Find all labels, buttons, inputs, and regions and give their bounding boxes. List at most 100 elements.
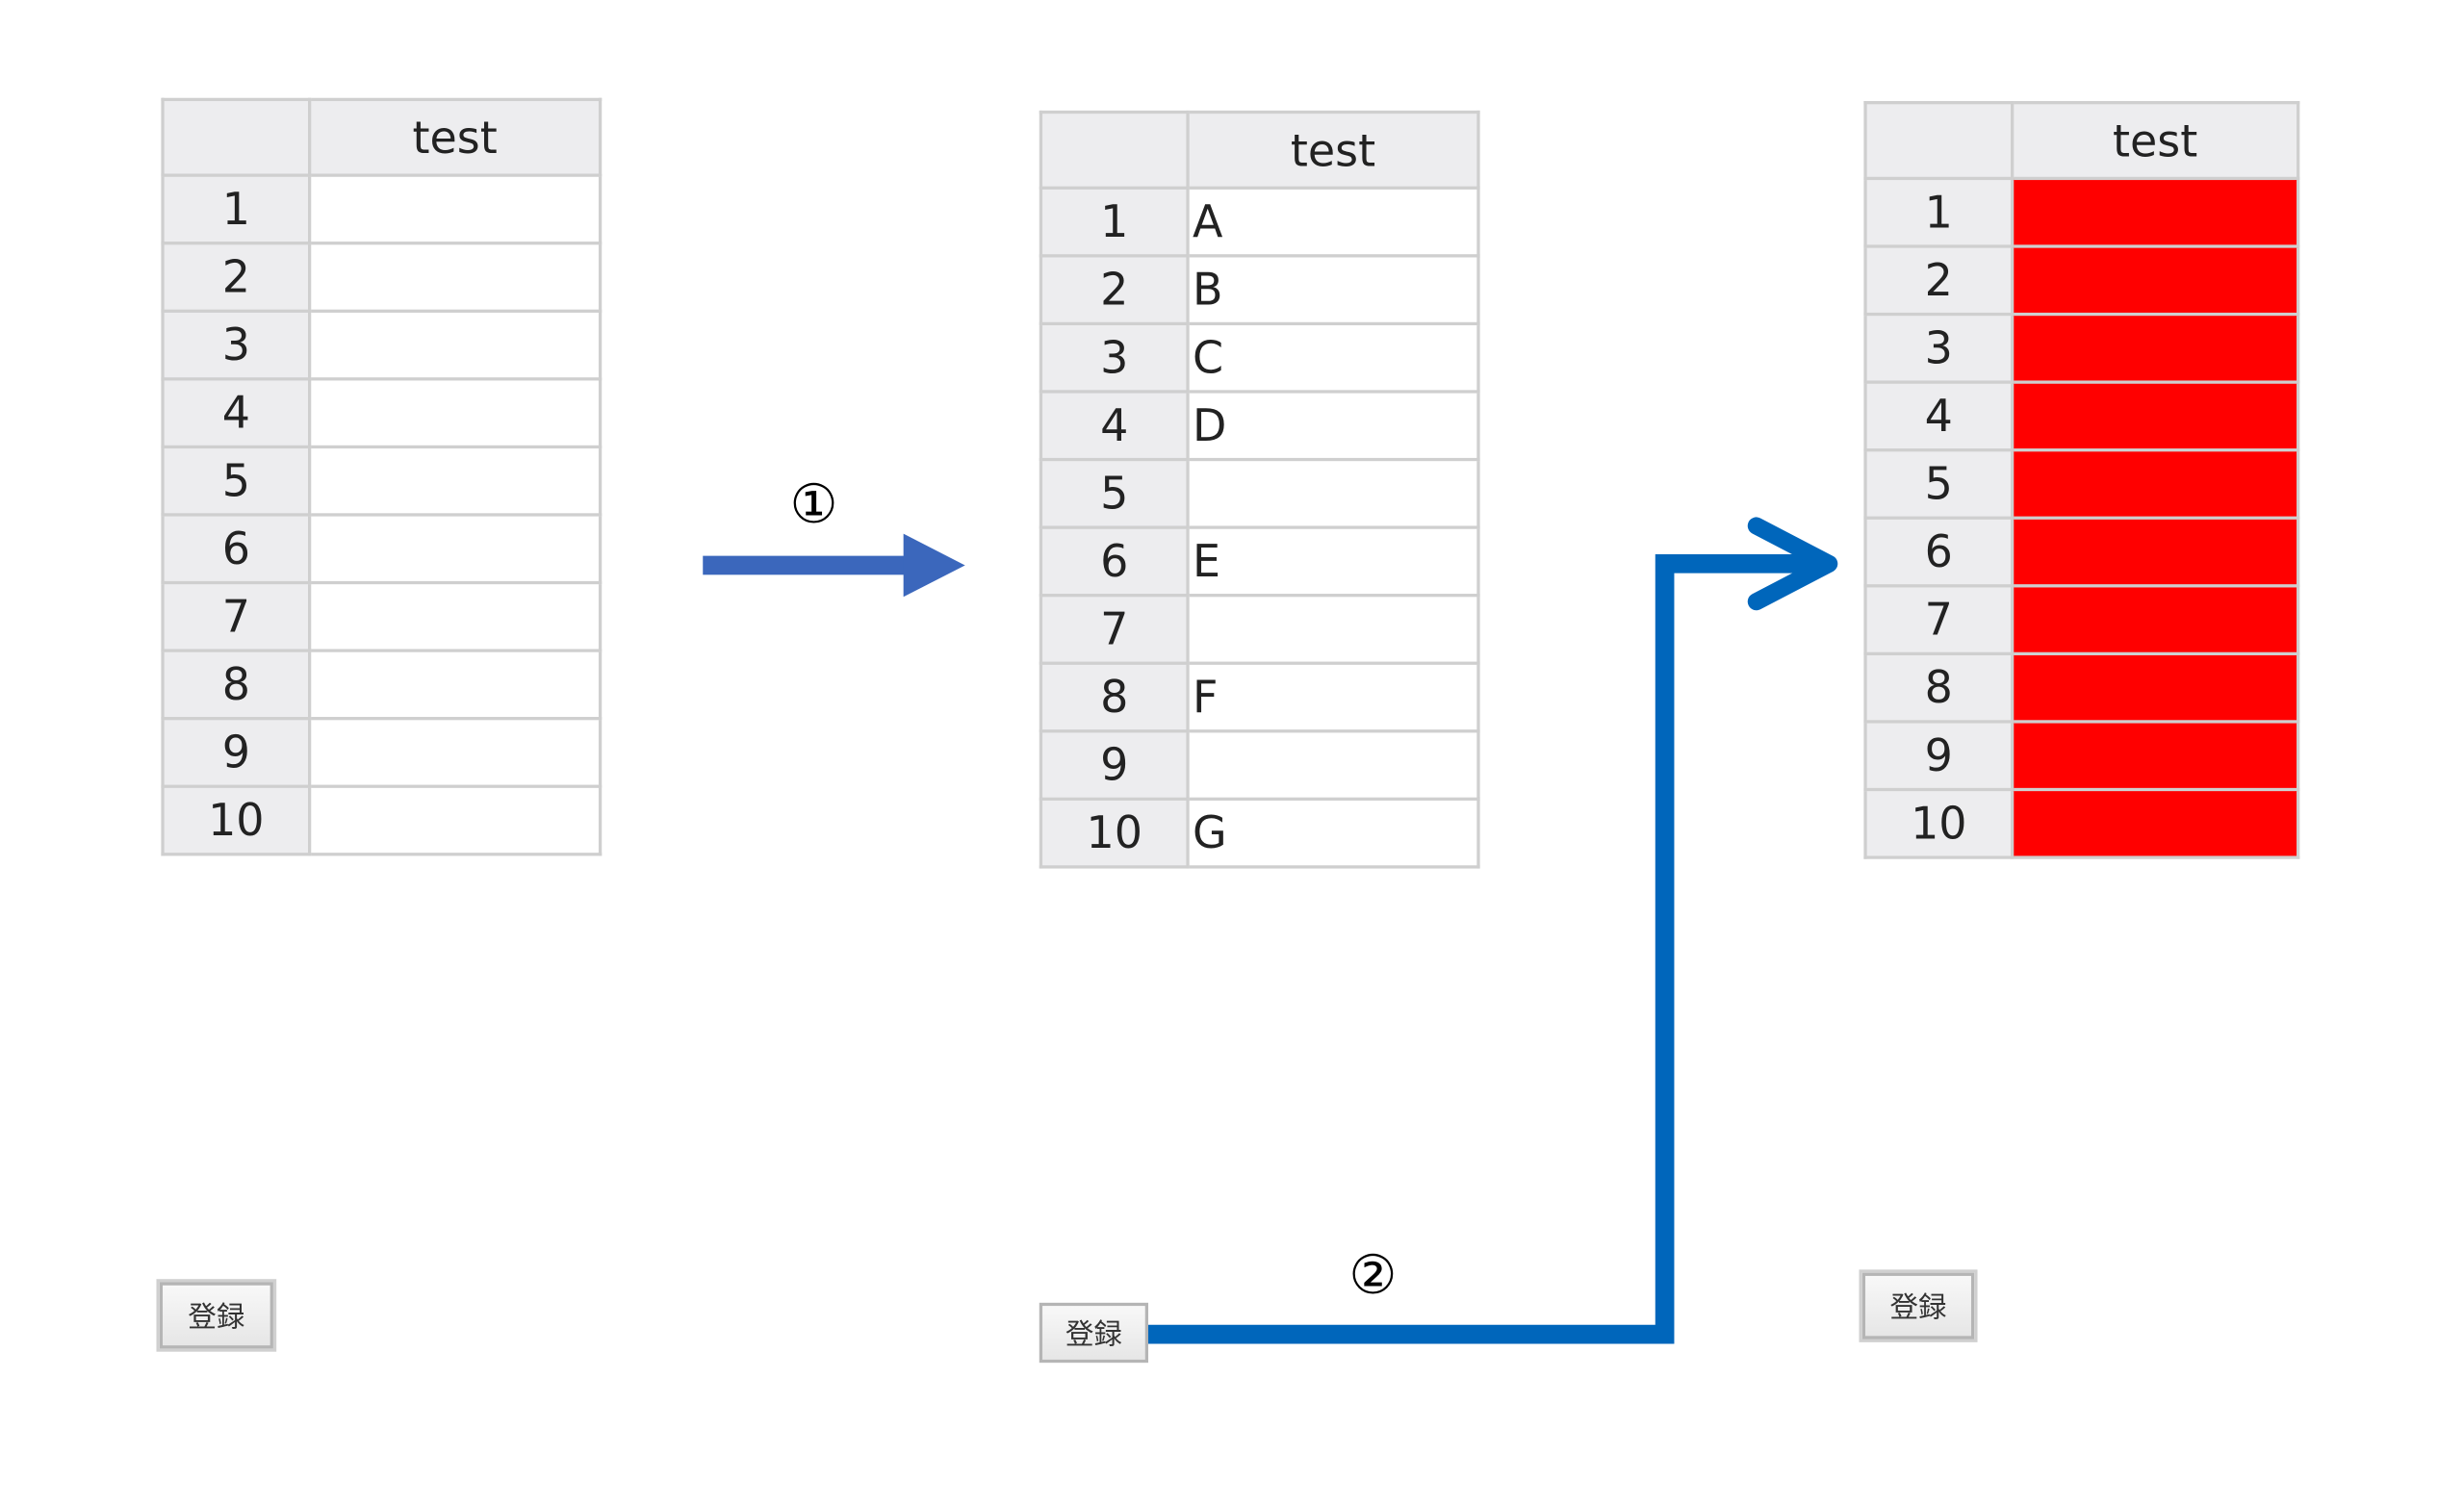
value-cell[interactable]: [2010, 380, 2300, 452]
value-cell[interactable]: [2010, 516, 2300, 588]
row-number: 6: [1863, 516, 2015, 588]
header-row: test: [161, 97, 603, 177]
table-row: 8: [1863, 651, 2300, 724]
step2-label: ②: [1348, 1244, 1398, 1308]
value-cell[interactable]: C: [1186, 321, 1480, 394]
table-row: 4: [161, 377, 603, 449]
arrow-step2-icon: [1148, 517, 1838, 1344]
value-cell[interactable]: B: [1186, 254, 1480, 326]
row-number: 9: [1039, 729, 1190, 801]
header-row: test: [1039, 110, 1480, 190]
value-cell[interactable]: [2010, 448, 2300, 520]
table-row: 9: [161, 717, 603, 788]
value-cell[interactable]: [307, 513, 603, 585]
row-number: 6: [161, 513, 312, 585]
header-row: test: [1863, 101, 2300, 181]
value-cell[interactable]: [2010, 176, 2300, 248]
value-cell[interactable]: [307, 173, 603, 245]
row-number: 8: [161, 649, 312, 721]
value-cell[interactable]: F: [1186, 661, 1480, 733]
table-row: 6: [1863, 516, 2300, 588]
row-number: 7: [161, 580, 312, 652]
row-number: 4: [161, 377, 312, 449]
table-row: 2: [1863, 244, 2300, 317]
table-row: 5: [1039, 457, 1480, 529]
corner-cell: [1863, 101, 2015, 181]
value-cell[interactable]: [2010, 312, 2300, 384]
row-number: 4: [1863, 380, 2015, 452]
value-cell[interactable]: G: [1186, 797, 1480, 869]
row-number: 4: [1039, 390, 1190, 462]
row-number: 8: [1039, 661, 1190, 733]
row-number: 2: [1863, 244, 2015, 317]
table-row: 1: [161, 173, 603, 245]
row-number: 9: [161, 717, 312, 788]
value-cell[interactable]: [307, 580, 603, 652]
table-row: 2: [161, 242, 603, 313]
table-row: 7: [1039, 594, 1480, 665]
value-cell[interactable]: [307, 242, 603, 313]
value-cell[interactable]: A: [1186, 186, 1480, 258]
value-cell[interactable]: [307, 717, 603, 788]
row-number: 5: [1039, 457, 1190, 529]
value-cell[interactable]: [1186, 594, 1480, 665]
value-cell[interactable]: D: [1186, 390, 1480, 462]
table-row: 9: [1039, 729, 1480, 801]
row-number: 9: [1863, 720, 2015, 792]
register-button[interactable]: 登録: [1039, 1302, 1149, 1364]
value-cell[interactable]: [307, 309, 603, 381]
value-cell[interactable]: [2010, 787, 2300, 859]
row-number: 6: [1039, 525, 1190, 598]
value-cell[interactable]: [307, 377, 603, 449]
register-button[interactable]: 登録: [159, 1282, 273, 1349]
row-number: 1: [161, 173, 312, 245]
table-row: 6: [161, 513, 603, 585]
row-number: 3: [1039, 321, 1190, 394]
row-number: 3: [161, 309, 312, 381]
row-number: 5: [1863, 448, 2015, 520]
row-number: 10: [1863, 787, 2015, 859]
row-number: 3: [1863, 312, 2015, 384]
row-number: 7: [1039, 594, 1190, 665]
value-cell[interactable]: [307, 445, 603, 517]
row-number: 7: [1863, 584, 2015, 656]
value-cell[interactable]: [1186, 729, 1480, 801]
value-cell[interactable]: [2010, 720, 2300, 792]
value-cell[interactable]: [307, 649, 603, 721]
table-row: 10: [1863, 787, 2300, 859]
table-row: 8: [161, 649, 603, 721]
table-row: 10: [161, 784, 603, 856]
value-cell[interactable]: [307, 784, 603, 856]
corner-cell: [161, 97, 312, 177]
value-cell[interactable]: E: [1186, 525, 1480, 598]
row-number: 1: [1863, 176, 2015, 248]
value-cell[interactable]: [2010, 244, 2300, 317]
value-cell[interactable]: [2010, 584, 2300, 656]
corner-cell: [1039, 110, 1190, 190]
table-row: 1: [1863, 176, 2300, 248]
column-header: test: [2010, 101, 2300, 181]
row-number: 10: [161, 784, 312, 856]
table-row: 7: [1863, 584, 2300, 656]
row-number: 10: [1039, 797, 1190, 869]
value-cell[interactable]: [2010, 651, 2300, 724]
table-row: 5: [161, 445, 603, 517]
value-cell[interactable]: [1186, 457, 1480, 529]
table-row: 3: [161, 309, 603, 381]
table-row: 9: [1863, 720, 2300, 792]
column-header: test: [1186, 110, 1480, 190]
row-number: 2: [1039, 254, 1190, 326]
column-header: test: [307, 97, 603, 177]
row-number: 5: [161, 445, 312, 517]
register-button[interactable]: 登録: [1861, 1272, 1975, 1339]
table-row: 3: [1863, 312, 2300, 384]
